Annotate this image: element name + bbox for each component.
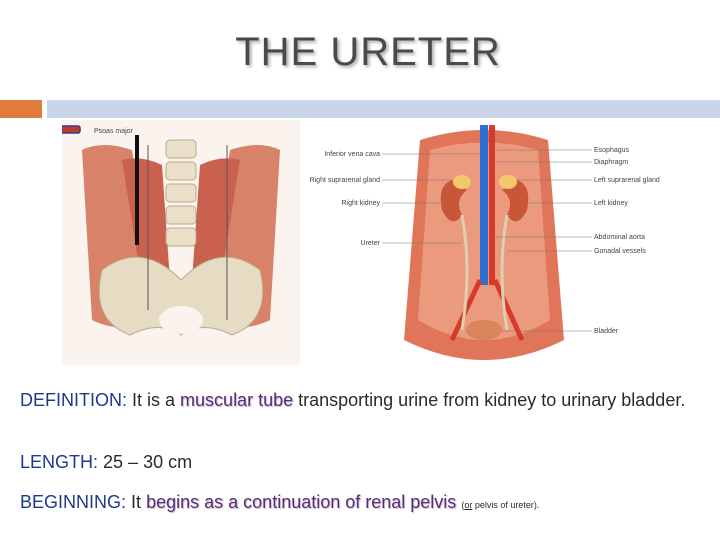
slide-title: THE URETER xyxy=(235,30,501,74)
urinary-system-figure: Inferior vena cava Right suprarenal glan… xyxy=(302,120,720,370)
posterior-abdominal-wall-figure: Psoas major xyxy=(62,120,300,365)
beginning-paragraph: BEGINNING: It begins as a continuation o… xyxy=(20,492,539,513)
length-paragraph: LENGTH: 25 – 30 cm xyxy=(20,452,192,473)
beginning-mid: a xyxy=(228,492,239,512)
label-right-kidney: Right kidney xyxy=(341,200,380,207)
beginning-highlight-2: continuation of renal pelvis xyxy=(243,492,457,512)
beginning-note: (or pelvis of ureter). xyxy=(461,500,539,510)
definition-pre: It is a xyxy=(132,390,176,410)
note-rest: pelvis of ureter). xyxy=(472,500,540,510)
label-ivc: Inferior vena cava xyxy=(324,151,380,158)
note-or: or xyxy=(464,500,473,510)
label-right-suprarenal: Right suprarenal gland xyxy=(310,177,381,184)
label-esophagus: Esophagus xyxy=(594,147,630,154)
label-gonadal-vessels: Gonadal vessels xyxy=(594,248,646,255)
left-labels: Inferior vena cava Right suprarenal glan… xyxy=(310,151,381,247)
definition-highlight: muscular tube xyxy=(180,390,294,410)
right-labels: Esophagus Diaphragm Left suprarenal glan… xyxy=(594,147,660,335)
psoas-major-label: Psoas major xyxy=(94,128,134,135)
note-open: ( xyxy=(461,500,465,510)
definition-key: DEFINITION: xyxy=(20,390,127,410)
beginning-key: BEGINNING: xyxy=(20,492,127,512)
beginning-pre: It xyxy=(131,492,142,512)
header-bar xyxy=(47,100,720,118)
label-left-suprarenal: Left suprarenal gland xyxy=(594,177,660,184)
label-diaphragm: Diaphragm xyxy=(594,159,628,166)
label-left-kidney: Left kidney xyxy=(594,200,628,207)
definition-post: transporting urine from kidney to urinar… xyxy=(298,390,686,410)
length-key: LENGTH: xyxy=(20,452,99,472)
label-bladder: Bladder xyxy=(594,328,619,335)
length-value: 25 – 30 cm xyxy=(103,452,193,472)
accent-bar xyxy=(0,100,42,118)
label-abdominal-aorta: Abdominal aorta xyxy=(594,234,645,241)
label-ureter: Ureter xyxy=(361,240,381,247)
definition-paragraph: DEFINITION: It is a muscular tube transp… xyxy=(20,389,710,411)
beginning-highlight-1: begins as xyxy=(146,492,224,512)
